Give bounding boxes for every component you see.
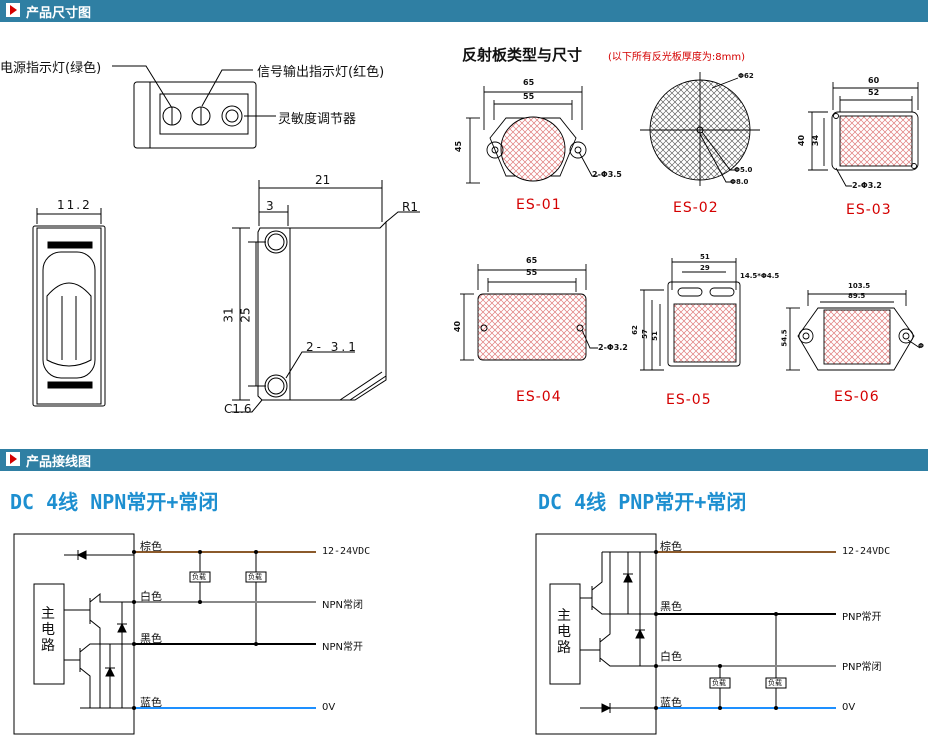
play-icon [6, 3, 20, 17]
npn-zero: 0V [322, 702, 336, 713]
pnp-wire-blue: 蓝色 [660, 696, 682, 709]
es05-w-inner: 29 [700, 264, 710, 272]
npn-load-2: 负载 [248, 573, 262, 581]
es01-w-inner: 55 [523, 92, 535, 101]
pnp-title: DC 4线 PNP常开+常闭 [538, 490, 747, 514]
es05-h2: 57 [640, 329, 649, 339]
es06-hole: Φ [918, 342, 924, 350]
dim-height: 31 [221, 307, 236, 323]
pnp-wire-black: 黑色 [660, 600, 682, 613]
es04-w-outer: 65 [526, 256, 538, 265]
pnp-load-1: 负载 [712, 679, 726, 687]
npn-supply: 12-24VDC [322, 546, 371, 557]
npn-out2: NPN常开 [322, 642, 363, 653]
section-header-wiring: 产品接线图 [0, 449, 928, 471]
es06-name: ES-06 [834, 389, 880, 405]
section-title: 产品尺寸图 [26, 6, 92, 21]
npn-wire-brown: 棕色 [140, 540, 162, 553]
npn-wire-white: 白色 [140, 590, 162, 603]
es03-h-inner: 34 [811, 134, 821, 147]
es01-w-outer: 65 [523, 78, 535, 87]
pnp-out1: PNP常开 [842, 612, 882, 623]
es02-d-inner: Φ8.0 [730, 178, 749, 186]
npn-wire-blue: 蓝色 [140, 696, 162, 709]
npn-load-1: 负载 [192, 573, 206, 581]
dim-width: 11.2 [57, 198, 92, 212]
es04-hole: 2-Φ3.2 [598, 343, 628, 352]
es04-w-inner: 55 [526, 268, 538, 277]
es04-name: ES-04 [516, 389, 562, 405]
signal-led-label: 信号输出指示灯(红色) [257, 65, 385, 80]
es03-w-outer: 60 [868, 76, 880, 85]
es05-h3: 51 [650, 331, 659, 341]
es05-name: ES-05 [666, 392, 712, 408]
npn-title: DC 4线 NPN常开+常闭 [10, 490, 219, 514]
dim-chamfer: C1.6 [224, 402, 252, 416]
play-icon [6, 452, 20, 466]
npn-wire-black: 黑色 [140, 632, 162, 645]
reflector-drawings [460, 72, 921, 371]
es01-h: 45 [454, 140, 464, 153]
npn-wiring-diagram [13, 533, 316, 735]
reflectors-title: 反射板类型与尺寸 [462, 46, 583, 64]
sensor-front-view [32, 65, 420, 413]
section-header-dimensions: 产品尺寸图 [0, 0, 928, 22]
dim-radius: R1 [402, 200, 418, 214]
es01-hole: 2-Φ3.5 [592, 170, 622, 179]
es02-d-outer: Φ62 [738, 72, 754, 80]
es06-h: 54.5 [780, 329, 789, 347]
reflectors-note: (以下所有反光板厚度为:8mm) [608, 52, 746, 63]
section-title: 产品接线图 [26, 455, 92, 470]
es02-name: ES-02 [673, 200, 719, 216]
dim-hole-offset: 3 [266, 199, 274, 213]
es06-w-outer: 103.5 [848, 282, 871, 290]
pnp-wiring-diagram [535, 533, 836, 735]
pnp-out2: PNP常闭 [842, 662, 882, 673]
pnp-wire-white: 白色 [660, 650, 682, 663]
es05-h1: 62 [630, 325, 639, 335]
dim-hole-spacing: 25 [238, 307, 253, 323]
es06-w-inner: 89.5 [848, 292, 866, 300]
pnp-main-circuit: 主电路 [557, 608, 571, 656]
es04-h: 40 [453, 320, 463, 333]
es05-slot: 14.5*Φ4.5 [740, 272, 780, 280]
es03-name: ES-03 [846, 202, 892, 218]
pnp-wire-brown: 棕色 [660, 540, 682, 553]
pnp-load-2: 负载 [768, 679, 782, 687]
dim-holes: 2- 3.1 [306, 340, 359, 354]
es05-w-outer: 51 [700, 253, 710, 261]
es03-w-inner: 52 [868, 88, 880, 97]
npn-main-circuit: 主电路 [41, 606, 55, 654]
pnp-supply: 12-24VDC [842, 546, 891, 557]
dim-top: 21 [315, 173, 331, 187]
es03-hole: 2-Φ3.2 [852, 181, 882, 190]
npn-out1: NPN常闭 [322, 600, 363, 611]
sensitivity-label: 灵敏度调节器 [278, 112, 357, 127]
es02-d-mid: Φ5.0 [734, 166, 753, 174]
pnp-zero: 0V [842, 702, 856, 713]
es03-h-outer: 40 [797, 134, 807, 147]
power-led-label: 电源指示灯(绿色) [0, 61, 102, 76]
es01-name: ES-01 [516, 197, 562, 213]
